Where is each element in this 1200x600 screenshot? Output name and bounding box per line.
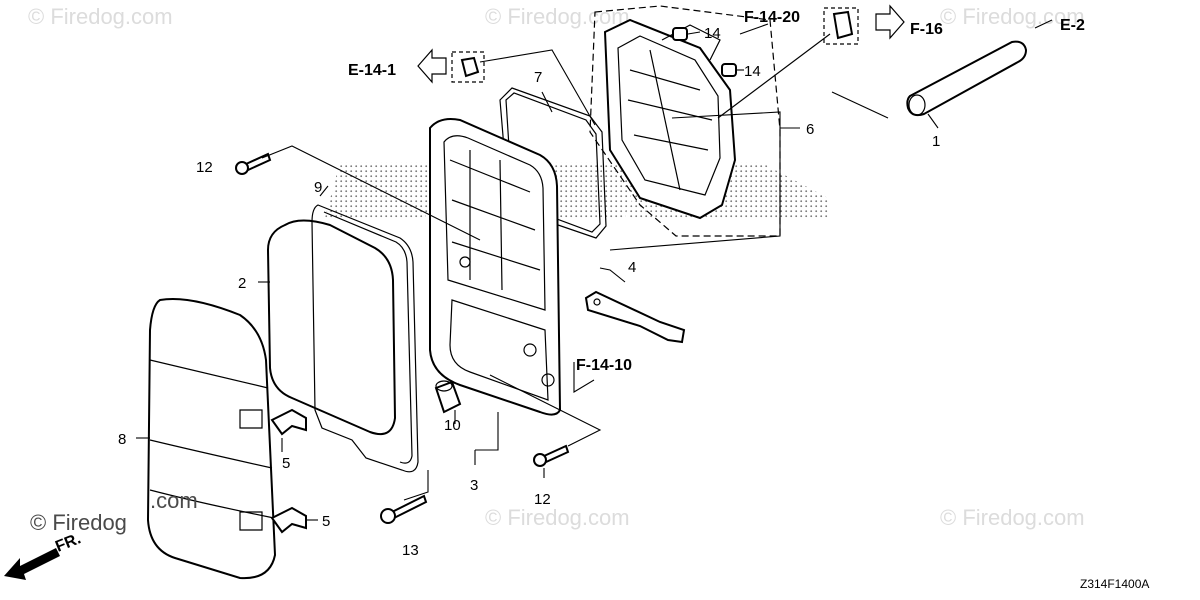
callout-2: 2 bbox=[238, 275, 246, 292]
watermark-dark-left: © Firedog bbox=[30, 510, 127, 535]
ref-e-2: E-2 bbox=[1060, 17, 1085, 34]
callout-5-lower: 5 bbox=[322, 513, 330, 530]
callout-12-lower: 12 bbox=[534, 491, 551, 508]
part-5-clip-upper bbox=[270, 408, 307, 436]
arrow-right-icon bbox=[875, 4, 905, 40]
callout-9: 9 bbox=[314, 179, 322, 196]
callout-3: 3 bbox=[470, 477, 478, 494]
part-12-bolt-lower bbox=[533, 444, 570, 467]
background-brand-shading bbox=[325, 162, 828, 218]
callout-10: 10 bbox=[444, 417, 461, 434]
callout-8: 8 bbox=[118, 431, 126, 448]
leader-lines bbox=[136, 19, 1053, 521]
part-13-bolt bbox=[380, 494, 428, 524]
watermark-bottom-mid: © Firedog.com bbox=[485, 505, 630, 530]
part-5-clip-lower bbox=[270, 506, 307, 534]
diagram-code: Z314F1400A bbox=[1080, 577, 1149, 591]
callout-5-upper: 5 bbox=[282, 455, 290, 472]
cover-subassembly-dashed-box bbox=[589, 5, 781, 237]
part-14-nut-lower bbox=[721, 63, 737, 77]
part-14-nut-upper bbox=[672, 27, 688, 41]
air-cleaner-case bbox=[429, 118, 562, 416]
ref-f-14-10: F-14-10 bbox=[576, 357, 632, 374]
part-9-element-gasket bbox=[311, 204, 419, 473]
front-direction-marker: FR. bbox=[4, 530, 83, 580]
part-6-cover bbox=[603, 18, 737, 220]
watermark-top-left: © Firedog.com bbox=[28, 4, 173, 29]
ref-f-16: F-16 bbox=[910, 21, 943, 38]
f-14-20-part-box bbox=[823, 7, 859, 45]
callout-7: 7 bbox=[534, 69, 542, 86]
part-1-tube bbox=[906, 40, 1028, 117]
arrow-left-icon bbox=[417, 48, 447, 84]
part-8-outer-cover bbox=[146, 298, 277, 580]
part-10-collar bbox=[434, 380, 462, 414]
e-14-1-part-box bbox=[451, 51, 485, 83]
callout-14-lower: 14 bbox=[744, 63, 761, 80]
callout-4: 4 bbox=[628, 259, 636, 276]
watermark-top-mid: © Firedog.com bbox=[485, 4, 630, 29]
callout-1: 1 bbox=[932, 133, 940, 150]
ref-e-14-1: E-14-1 bbox=[348, 62, 396, 79]
callout-13: 13 bbox=[402, 542, 419, 559]
callout-14-upper: 14 bbox=[704, 25, 721, 42]
watermark-top-right: © Firedog.com bbox=[940, 4, 1085, 29]
front-arrow-icon bbox=[4, 548, 60, 580]
callout-12-upper: 12 bbox=[196, 159, 213, 176]
watermark-dark-left-suffix: .com bbox=[150, 488, 198, 513]
grommet-icon bbox=[460, 56, 480, 78]
ref-f-14-20: F-14-20 bbox=[744, 9, 800, 26]
callout-6: 6 bbox=[806, 121, 814, 138]
part-12-bolt-upper bbox=[235, 152, 272, 175]
watermark-bottom-right: © Firedog.com bbox=[940, 505, 1085, 530]
part-4-bracket bbox=[584, 290, 686, 344]
part-2-foam-element bbox=[266, 219, 397, 436]
breather-fitting-icon bbox=[832, 10, 854, 40]
